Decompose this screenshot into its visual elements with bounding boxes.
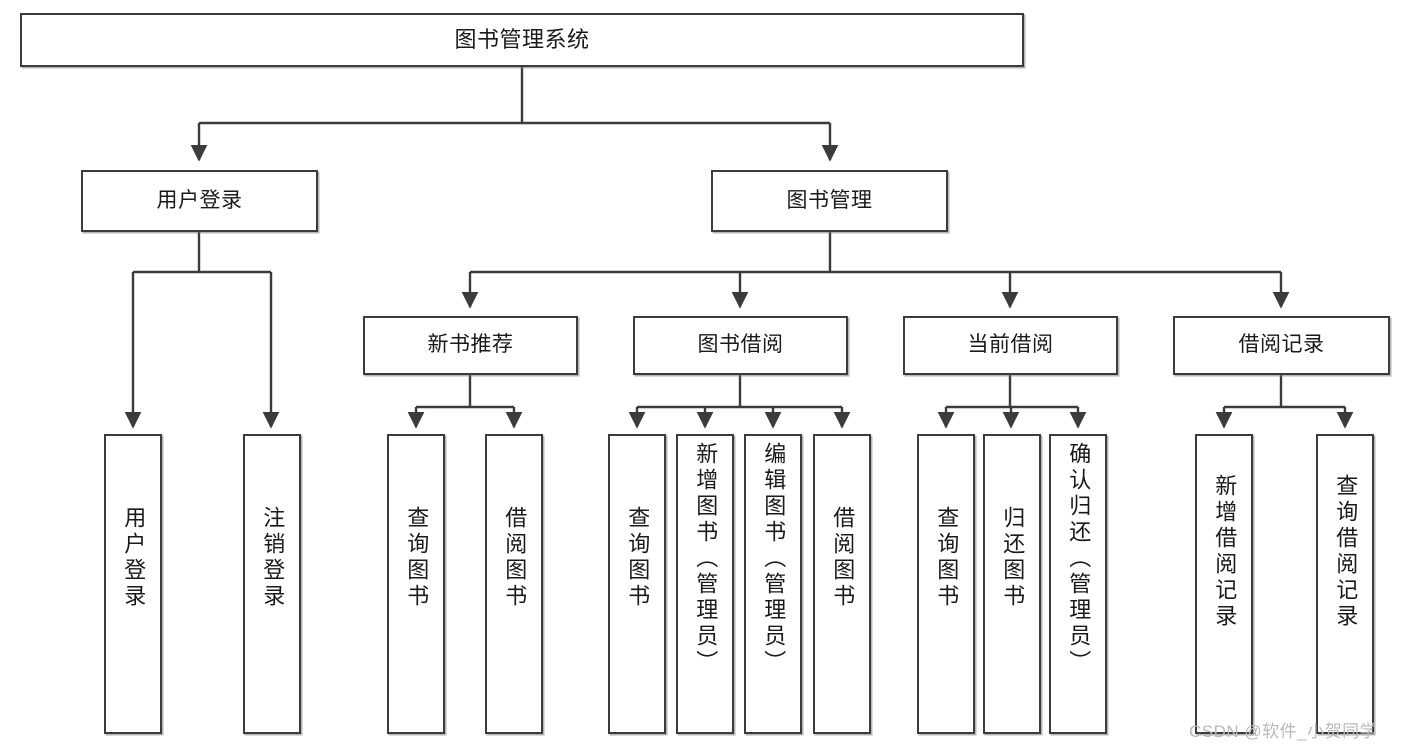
leaf-current-borrow-query-book[interactable]: 查询图书 — [917, 434, 975, 734]
node-label: 新书推荐 — [427, 333, 514, 357]
watermark-text: CSDN @软件_小贺同学 — [1189, 722, 1378, 741]
node-label: 注销登录 — [260, 506, 286, 610]
node-label: 确认归还（管理员） — [1066, 442, 1092, 676]
node-borrow-record[interactable]: 借阅记录 — [1173, 316, 1390, 375]
node-label: 当前借阅 — [967, 333, 1054, 357]
node-label: 用户登录 — [156, 188, 243, 212]
node-label: 借阅图书 — [830, 506, 856, 610]
leaf-borrow-record-add-record[interactable]: 新增借阅记录 — [1195, 434, 1253, 734]
node-user-login[interactable]: 用户登录 — [81, 170, 318, 232]
node-label: 借阅图书 — [502, 506, 528, 610]
node-label: 归还图书 — [1000, 506, 1026, 610]
node-label: 图书借阅 — [697, 333, 784, 357]
leaf-current-borrow-confirm-return[interactable]: 确认归还（管理员） — [1049, 434, 1107, 734]
node-new-book-recommend[interactable]: 新书推荐 — [363, 316, 578, 375]
leaf-borrow-record-query-record[interactable]: 查询借阅记录 — [1316, 434, 1374, 734]
leaf-new-book-borrow-book[interactable]: 借阅图书 — [485, 434, 543, 734]
node-label: 新增图书（管理员） — [693, 442, 719, 676]
node-label: 用户登录 — [121, 506, 147, 610]
node-book-borrow[interactable]: 图书借阅 — [633, 316, 848, 375]
leaf-user-login-logout[interactable]: 注销登录 — [243, 434, 301, 734]
leaf-user-login-login[interactable]: 用户登录 — [104, 434, 162, 734]
leaf-book-borrow-borrow-book[interactable]: 借阅图书 — [813, 434, 871, 734]
leaf-book-borrow-add-book[interactable]: 新增图书（管理员） — [676, 434, 734, 734]
node-root-system[interactable]: 图书管理系统 — [20, 13, 1024, 67]
node-label: 查询图书 — [404, 506, 430, 610]
leaf-book-borrow-query-book[interactable]: 查询图书 — [608, 434, 666, 734]
node-book-management[interactable]: 图书管理 — [711, 170, 948, 232]
node-label: 借阅记录 — [1238, 333, 1325, 357]
node-label: 查询图书 — [625, 506, 651, 610]
node-label: 图书管理 — [786, 188, 873, 212]
leaf-new-book-query-book[interactable]: 查询图书 — [387, 434, 445, 734]
node-label: 编辑图书（管理员） — [761, 442, 787, 676]
node-label: 新增借阅记录 — [1212, 474, 1238, 630]
node-current-borrow[interactable]: 当前借阅 — [903, 316, 1118, 375]
node-label: 查询图书 — [934, 506, 960, 610]
node-label: 查询借阅记录 — [1333, 474, 1359, 630]
node-label: 图书管理系统 — [454, 27, 590, 53]
leaf-current-borrow-return-book[interactable]: 归还图书 — [983, 434, 1041, 734]
leaf-book-borrow-edit-book[interactable]: 编辑图书（管理员） — [744, 434, 802, 734]
